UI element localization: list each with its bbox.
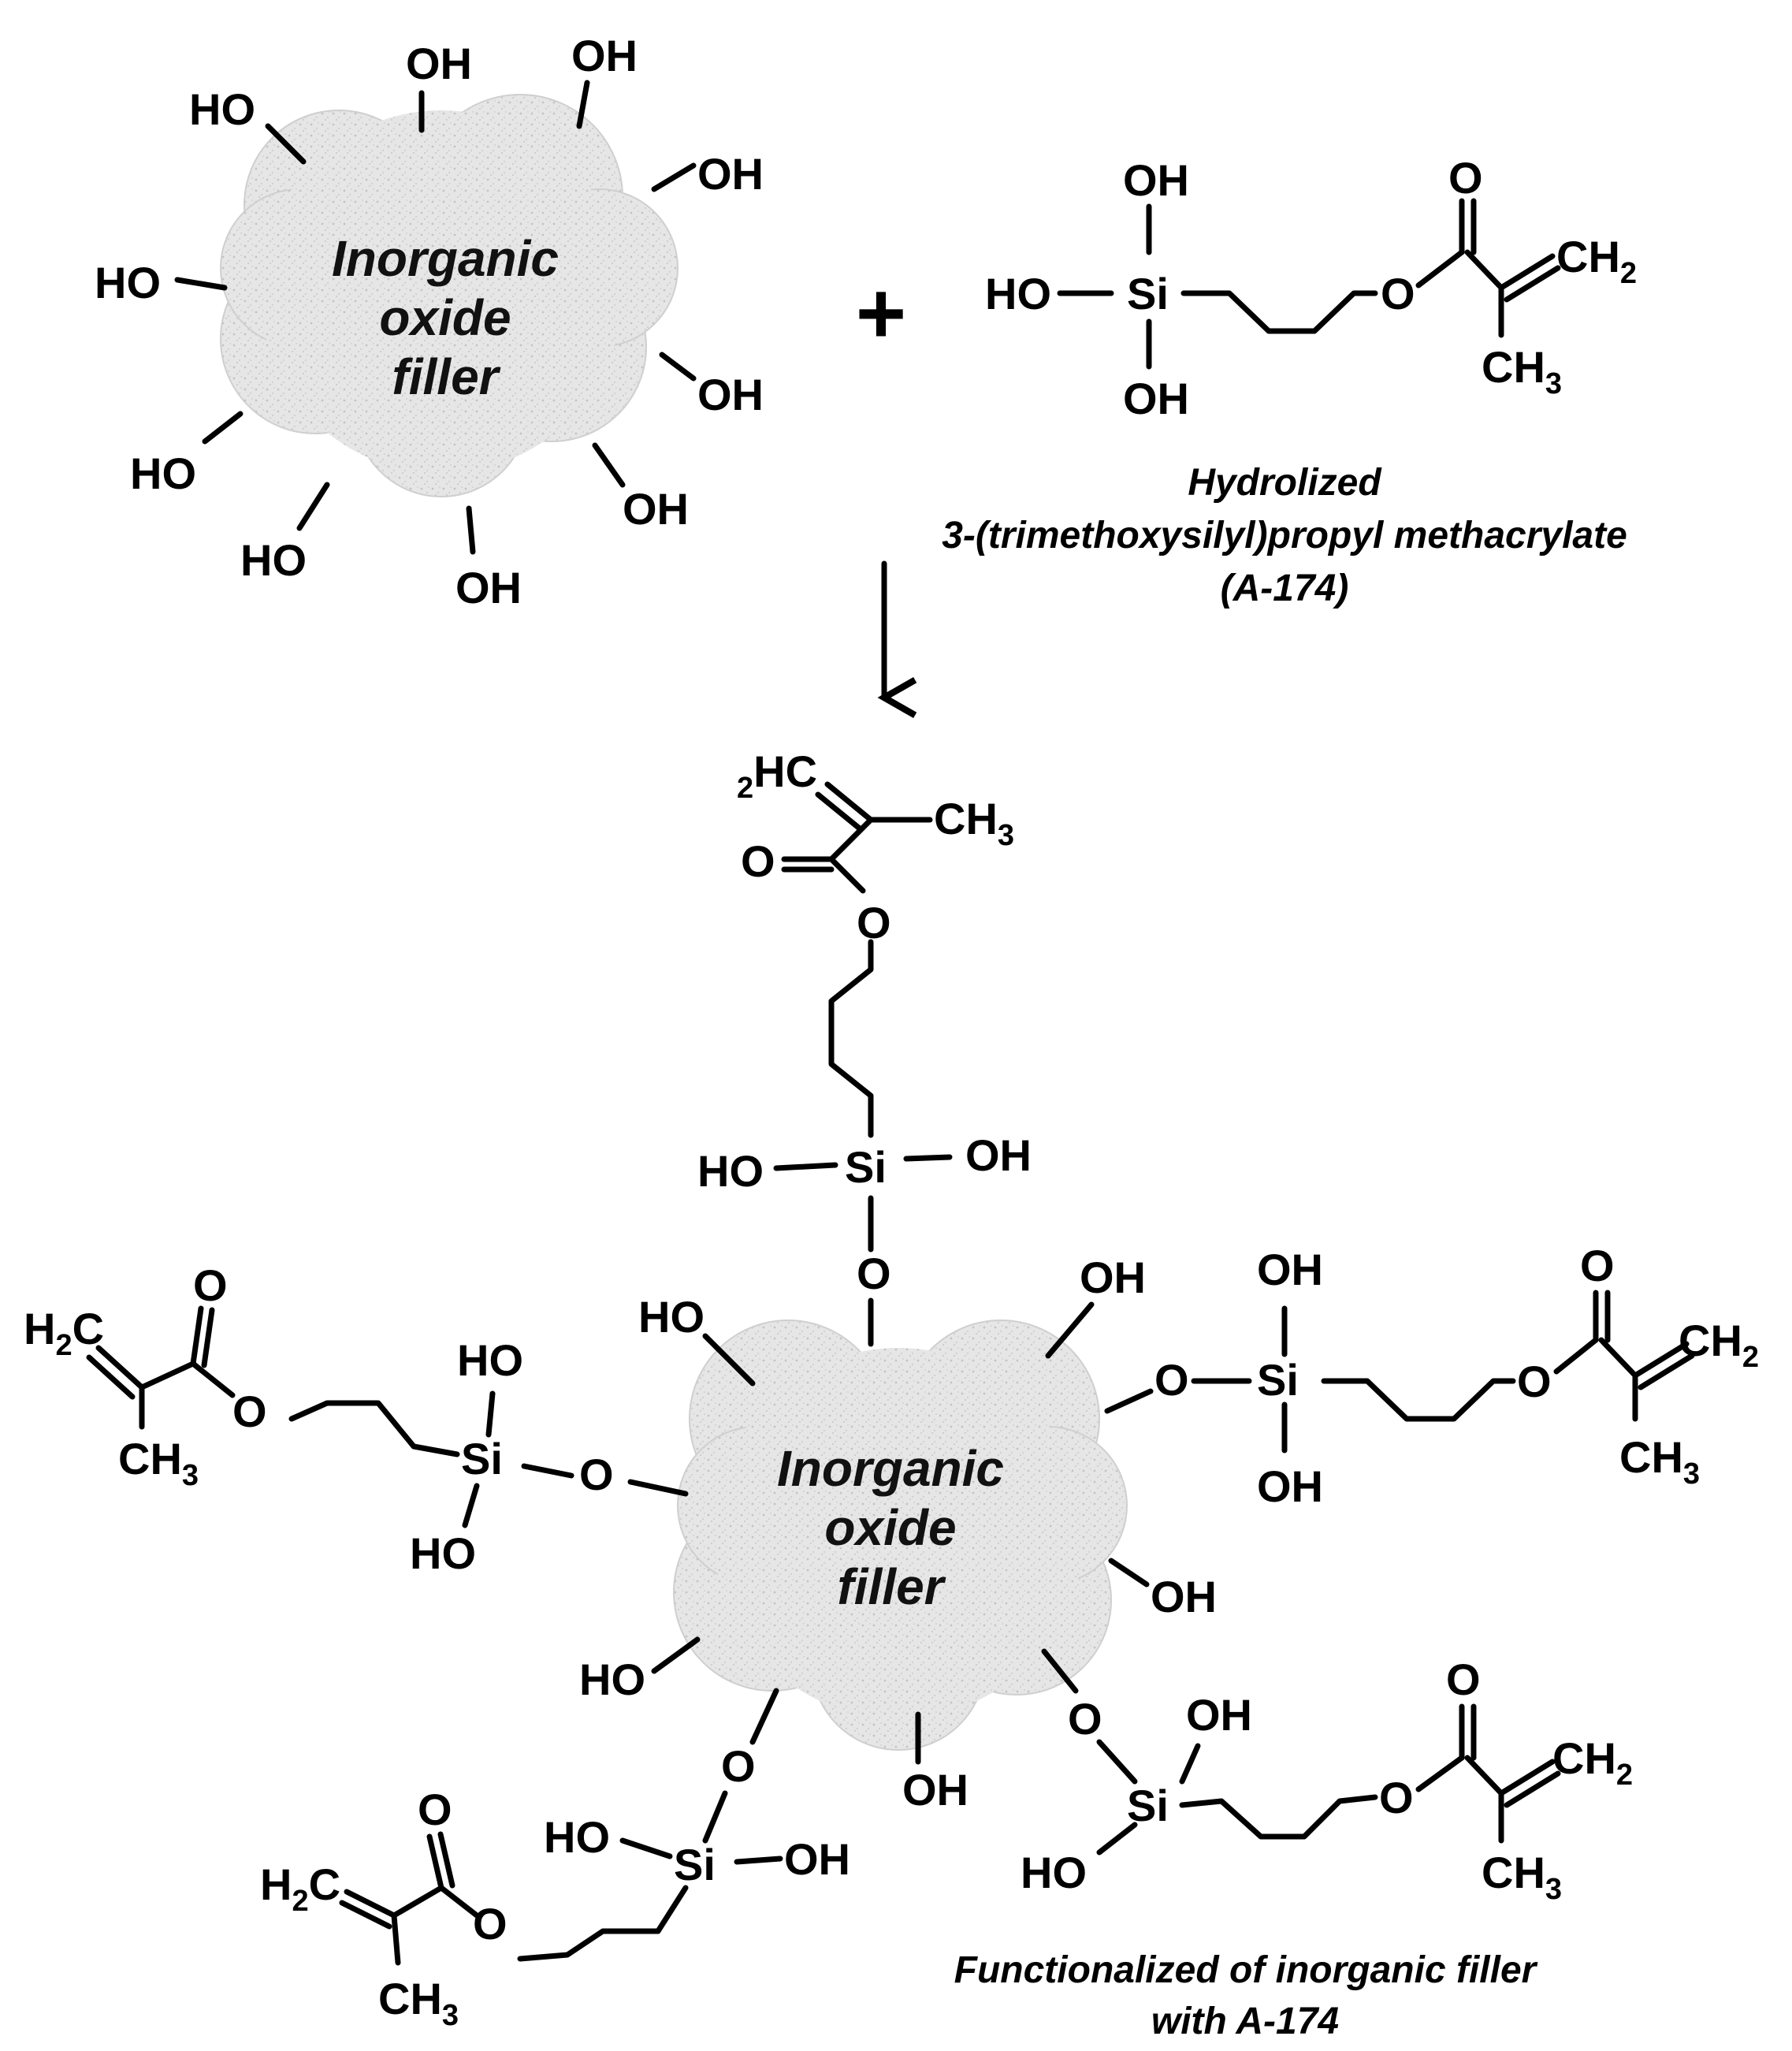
silane-caption-line1: Hydrolized <box>1188 462 1382 504</box>
top-oh-3: OH <box>697 149 764 199</box>
bottom-oh-2: OH <box>1151 1572 1217 1621</box>
top-oh-1: OH <box>406 39 472 88</box>
product-caption: Functionalized of inorganic filler with … <box>954 1949 1538 2042</box>
top-particle-label-line1: Inorganic <box>332 230 559 287</box>
silane-caption: Hydrolized 3-(trimethoxysilyl)propyl met… <box>942 462 1627 609</box>
silane-caption-line2: 3-(trimethoxysilyl)propyl methacrylate <box>942 515 1627 556</box>
arm-left-o-link: O <box>579 1450 614 1499</box>
arm-ll-o-ester: O <box>473 1899 507 1949</box>
bottom-particle-hydroxyls: HO OH OH HO OH <box>579 1253 1217 1815</box>
arm-lr-o-carbonyl: O <box>1446 1655 1481 1704</box>
arm-top-o-carbonyl: O <box>741 836 775 886</box>
silane-oh-top: OH <box>1123 155 1189 205</box>
bottom-oh-1: OH <box>1080 1253 1146 1302</box>
arm-top-o-link: O <box>857 1249 891 1298</box>
top-particle-body <box>220 94 679 497</box>
arm-left-o-carbonyl: O <box>193 1260 228 1310</box>
arm-ll-o-link: O <box>721 1741 756 1791</box>
top-filler-particle: Inorganic oxide filler <box>220 94 679 497</box>
arm-ll-oh: OH <box>784 1834 850 1884</box>
arm-right-o-link: O <box>1154 1355 1189 1405</box>
arm-lr-ch3: CH3 <box>1482 1848 1562 1906</box>
arm-left-o-ester: O <box>232 1387 267 1436</box>
bottom-particle-label-line3: filler <box>837 1558 946 1615</box>
arm-left-ho-top: HO <box>457 1335 523 1385</box>
arm-ll-si: Si <box>674 1840 716 1889</box>
arm-right-oh-top: OH <box>1257 1245 1323 1294</box>
arm-right-ch3: CH3 <box>1619 1432 1700 1491</box>
arm-right-oh-bottom: OH <box>1257 1461 1323 1511</box>
bottom-ho-1: HO <box>638 1292 705 1342</box>
arm-top-oh: OH <box>965 1130 1032 1180</box>
arm-right-ch2: CH2 <box>1679 1316 1759 1374</box>
arm-lr-si: Si <box>1127 1781 1169 1830</box>
plus-sign: + <box>856 265 906 362</box>
silane-o-ester: O <box>1381 269 1415 318</box>
arm-left-si: Si <box>461 1434 503 1483</box>
bottom-ho-2: HO <box>579 1655 645 1704</box>
silane-o-carbonyl: O <box>1448 153 1483 203</box>
arm-right-o-ester: O <box>1517 1357 1552 1406</box>
arm-right-si: Si <box>1257 1355 1299 1405</box>
top-particle-hydroxyls: OH OH HO OH HO OH HO OH HO OH <box>95 31 764 612</box>
top-ho-1: HO <box>189 84 255 134</box>
product-caption-line1: Functionalized of inorganic filler <box>954 1949 1538 1991</box>
bottom-arm-lower-right: O Si OH HO O O CH2 CH3 <box>1021 1648 1633 1906</box>
arm-lr-oh: OH <box>1186 1690 1252 1740</box>
arm-lr-ch2: CH2 <box>1552 1733 1633 1792</box>
arm-left-ch3: CH3 <box>118 1434 199 1492</box>
top-ho-4: HO <box>240 535 307 585</box>
bottom-particle-label-line1: Inorganic <box>777 1440 1004 1497</box>
bottom-filler-particle: Inorganic oxide filler <box>673 1320 1128 1751</box>
arm-left-ho-bottom: HO <box>410 1528 476 1578</box>
silane-ch2: CH2 <box>1556 232 1637 290</box>
top-particle-label-line2: oxide <box>379 289 511 346</box>
arm-top-ho: HO <box>697 1146 764 1196</box>
arm-ll-ho: HO <box>544 1812 610 1862</box>
arm-ll-o-carbonyl: O <box>418 1785 452 1834</box>
arm-top-ch2: 2HC <box>737 746 817 805</box>
arm-left-h2c: H2C <box>24 1304 104 1362</box>
silane-oh-bottom: OH <box>1123 374 1189 423</box>
arm-top-si: Si <box>845 1142 887 1192</box>
arm-ll-h2c: H2C <box>260 1859 340 1918</box>
bottom-arm-top: O Si HO OH O O 2HC CH3 <box>697 746 1032 1347</box>
top-ho-3: HO <box>130 449 196 498</box>
top-ho-2: HO <box>95 258 161 307</box>
top-oh-2: OH <box>571 31 638 80</box>
arm-top-ch3: CH3 <box>934 794 1014 852</box>
top-oh-5: OH <box>623 484 689 534</box>
bottom-particle-body <box>673 1320 1128 1751</box>
arm-lr-o-link: O <box>1068 1694 1102 1744</box>
bottom-particle-label-line2: oxide <box>824 1499 956 1556</box>
bottom-arm-left: O Si HO HO O O H2C CH3 <box>24 1260 689 1578</box>
bottom-arm-lower-left: O Si HO OH O O H2C CH3 <box>260 1688 850 2032</box>
arm-right-o-carbonyl: O <box>1580 1241 1615 1290</box>
top-oh-4: OH <box>697 370 764 419</box>
top-oh-6: OH <box>455 563 522 612</box>
bottom-oh-3: OH <box>902 1765 968 1815</box>
silane-ch3: CH3 <box>1482 342 1562 400</box>
top-particle-label-line3: filler <box>392 348 500 405</box>
silane-caption-line3: (A-174) <box>1221 568 1349 609</box>
silane-molecule: OH HO Si OH O O CH2 CH3 <box>985 153 1637 423</box>
product-caption-line2: with A-174 <box>1151 2001 1339 2042</box>
arm-lr-o-ester: O <box>1379 1773 1414 1822</box>
silane-ho-left: HO <box>985 269 1051 318</box>
bottom-arm-right: O Si OH OH O O CH2 CH3 <box>1104 1241 1759 1511</box>
arm-ll-ch3: CH3 <box>378 1974 459 2032</box>
arm-top-o-ester: O <box>857 898 891 947</box>
silane-si: Si <box>1127 269 1169 318</box>
arm-lr-ho: HO <box>1021 1848 1087 1897</box>
